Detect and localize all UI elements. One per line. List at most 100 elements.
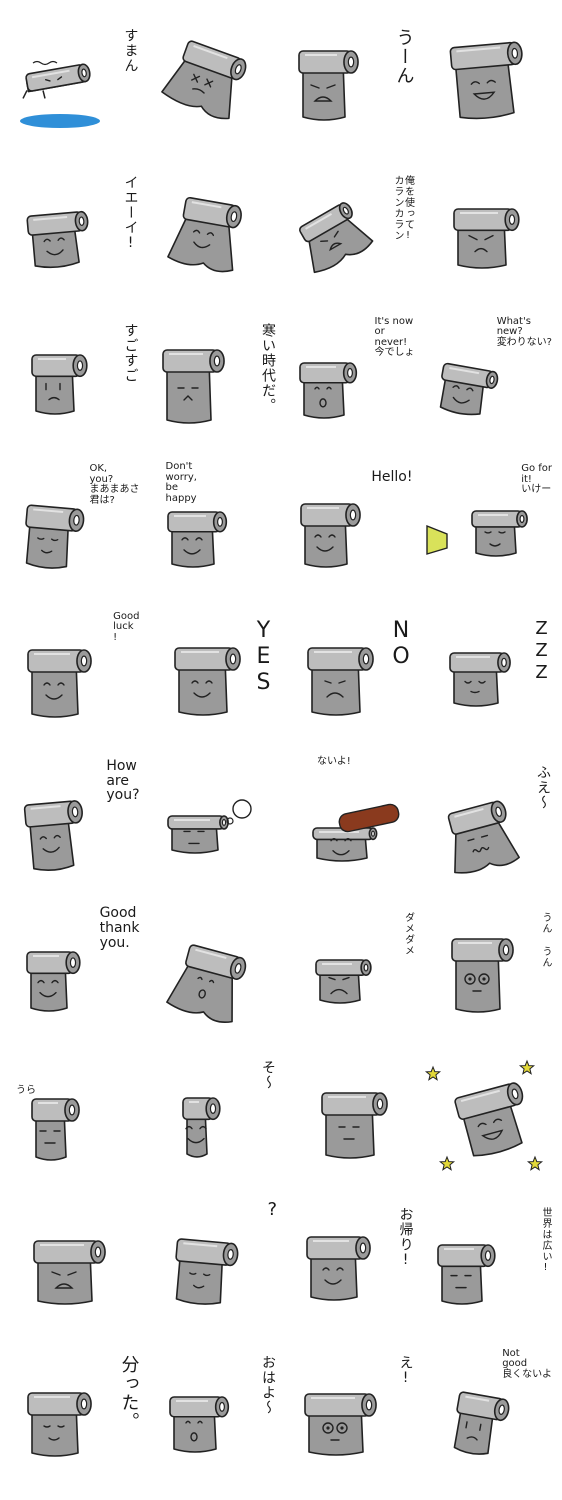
sticker-caption: Good luck ! [113, 610, 140, 643]
sticker-caption: お帰り! [397, 1207, 414, 1270]
roll-suit-icon [450, 938, 514, 1014]
roll-pulled-icon [165, 944, 246, 1024]
sticker-39[interactable]: え! [281, 1341, 419, 1488]
sticker-12[interactable]: What's new? 変わりない? [419, 309, 557, 456]
sticker-caption: そ〜 [260, 1059, 276, 1090]
sticker-26[interactable] [144, 898, 282, 1045]
sticker-1[interactable]: すまん [6, 14, 144, 161]
roll-smile-icon [166, 511, 227, 568]
sticker-16[interactable]: Go for it! いけー [419, 456, 557, 603]
sticker-6[interactable] [144, 161, 282, 308]
sticker-5[interactable]: イエーイ! [6, 161, 144, 308]
sticker-caption: Good thank you. [99, 905, 140, 951]
sticker-caption: Hello! [371, 469, 413, 486]
roll-surprised-icon [304, 1392, 377, 1456]
roll-wavy-icon [447, 800, 520, 874]
roll-notgood-icon [453, 1390, 509, 1455]
sticker-caption: ZZZ [531, 617, 552, 684]
roll-thumbsup-icon [26, 211, 89, 269]
roll-question-icon [174, 1238, 238, 1305]
roll-morning-icon [168, 1395, 229, 1453]
sticker-caption: OK, you? まあまあさ 君は? [89, 463, 140, 506]
sticker-28[interactable]: うん うん [419, 898, 557, 1045]
sticker-30[interactable]: そ〜 [144, 1046, 282, 1193]
sticker-sheet: すまんうーんイエーイ! 俺を使って! カランカランすごすご 寒い時代だ。 It's n… [6, 14, 556, 1488]
sticker-caption: うん うん [540, 912, 551, 969]
roll-no-icon [307, 646, 374, 716]
roll-cold-icon [161, 348, 225, 424]
roll-understood-icon [27, 1391, 92, 1457]
roll-confused-icon [321, 1091, 388, 1159]
sticker-34[interactable]: ? [144, 1193, 282, 1340]
sticker-caption: え! [397, 1354, 414, 1387]
sticker-caption: YES [251, 617, 276, 696]
sticker-15[interactable]: Hello! [281, 456, 419, 603]
sticker-caption: 俺を使って! カランカラン [392, 175, 414, 243]
roll-sleeping-icon [448, 651, 511, 707]
sticker-29[interactable]: うら [6, 1046, 144, 1193]
sticker-2[interactable] [144, 14, 282, 161]
sticker-21[interactable]: How are you? [6, 751, 144, 898]
roll-sad-icon [31, 353, 88, 415]
sticker-11[interactable]: It's now or never! 今でしょ [281, 309, 419, 456]
roll-dame-icon [315, 959, 372, 1005]
sticker-caption: 寒い時代だ。 [260, 322, 276, 413]
sticker-18[interactable]: YES [144, 604, 282, 751]
sticker-19[interactable]: NO [281, 604, 419, 751]
sticker-caption: うら [16, 1084, 36, 1096]
sticker-caption: It's now or never! 今でしょ [374, 315, 415, 359]
sticker-4[interactable] [419, 14, 557, 161]
sticker-caption: NO [388, 617, 414, 670]
sticker-8[interactable] [419, 161, 557, 308]
roll-tilted-icon [439, 362, 498, 416]
sticker-38[interactable]: おはよ〜 [144, 1341, 282, 1488]
roll-shun-icon [31, 1097, 80, 1161]
sticker-10[interactable]: 寒い時代だ。 [144, 309, 282, 456]
roll-grin-icon [449, 41, 523, 120]
sticker-33[interactable] [6, 1193, 144, 1340]
sticker-caption: ふえ〜 [535, 764, 551, 810]
sticker-32[interactable] [419, 1046, 557, 1193]
sticker-caption: ないよ! [317, 755, 351, 767]
sticker-caption: Not good 良くないよ [502, 1347, 552, 1380]
roll-howareyou-icon [23, 800, 83, 871]
sticker-14[interactable]: Don't worry, be happy [144, 456, 282, 603]
roll-goodluck-icon [27, 648, 92, 718]
roll-welcome-icon [306, 1236, 371, 1301]
sticker-caption: すごすご [122, 322, 139, 383]
sticker-caption: Don't worry, be happy [165, 461, 197, 504]
sticker-40[interactable]: Not good 良くないよ [419, 1341, 557, 1488]
sticker-23[interactable]: ないよ! [281, 751, 419, 898]
sticker-37[interactable]: 分った。 [6, 1341, 144, 1488]
sticker-caption: おはよ〜 [260, 1354, 276, 1415]
roll-goodthanks-icon [26, 951, 81, 1013]
roll-frowning-icon [33, 1240, 106, 1305]
sticker-20[interactable]: ZZZ [419, 604, 557, 751]
roll-dripping-icon [20, 60, 100, 128]
roll-peek-icon [181, 1096, 221, 1158]
sticker-13[interactable]: OK, you? まあまあさ 君は? [6, 456, 144, 603]
sticker-31[interactable] [281, 1046, 419, 1193]
roll-world-icon [436, 1244, 496, 1305]
roll-grimace-icon [298, 50, 359, 121]
roll-angry-icon [452, 208, 520, 270]
roll-open-mouth-icon [299, 361, 358, 419]
sticker-36[interactable]: 世界は広い! [419, 1193, 557, 1340]
sticker-caption: ? [267, 1199, 277, 1221]
sticker-3[interactable]: うーん [281, 14, 419, 161]
roll-megaphone-icon [425, 510, 528, 557]
sticker-7[interactable]: 俺を使って! カランカラン [281, 161, 419, 308]
sticker-25[interactable]: Good thank you. [6, 898, 144, 1045]
sticker-35[interactable]: お帰り! [281, 1193, 419, 1340]
sticker-24[interactable]: ふえ〜 [419, 751, 557, 898]
sticker-9[interactable]: すごすご [6, 309, 144, 456]
sticker-caption: Go for it! いけー [521, 463, 552, 496]
sticker-caption: イエーイ! [122, 175, 139, 253]
roll-dancing-icon [166, 197, 242, 273]
roll-calm-icon [25, 504, 85, 570]
sticker-caption: How are you? [106, 757, 140, 804]
sticker-22[interactable] [144, 751, 282, 898]
roll-yes-icon [173, 646, 241, 716]
sticker-17[interactable]: Good luck ! [6, 604, 144, 751]
sticker-27[interactable]: ダメダメ [281, 898, 419, 1045]
